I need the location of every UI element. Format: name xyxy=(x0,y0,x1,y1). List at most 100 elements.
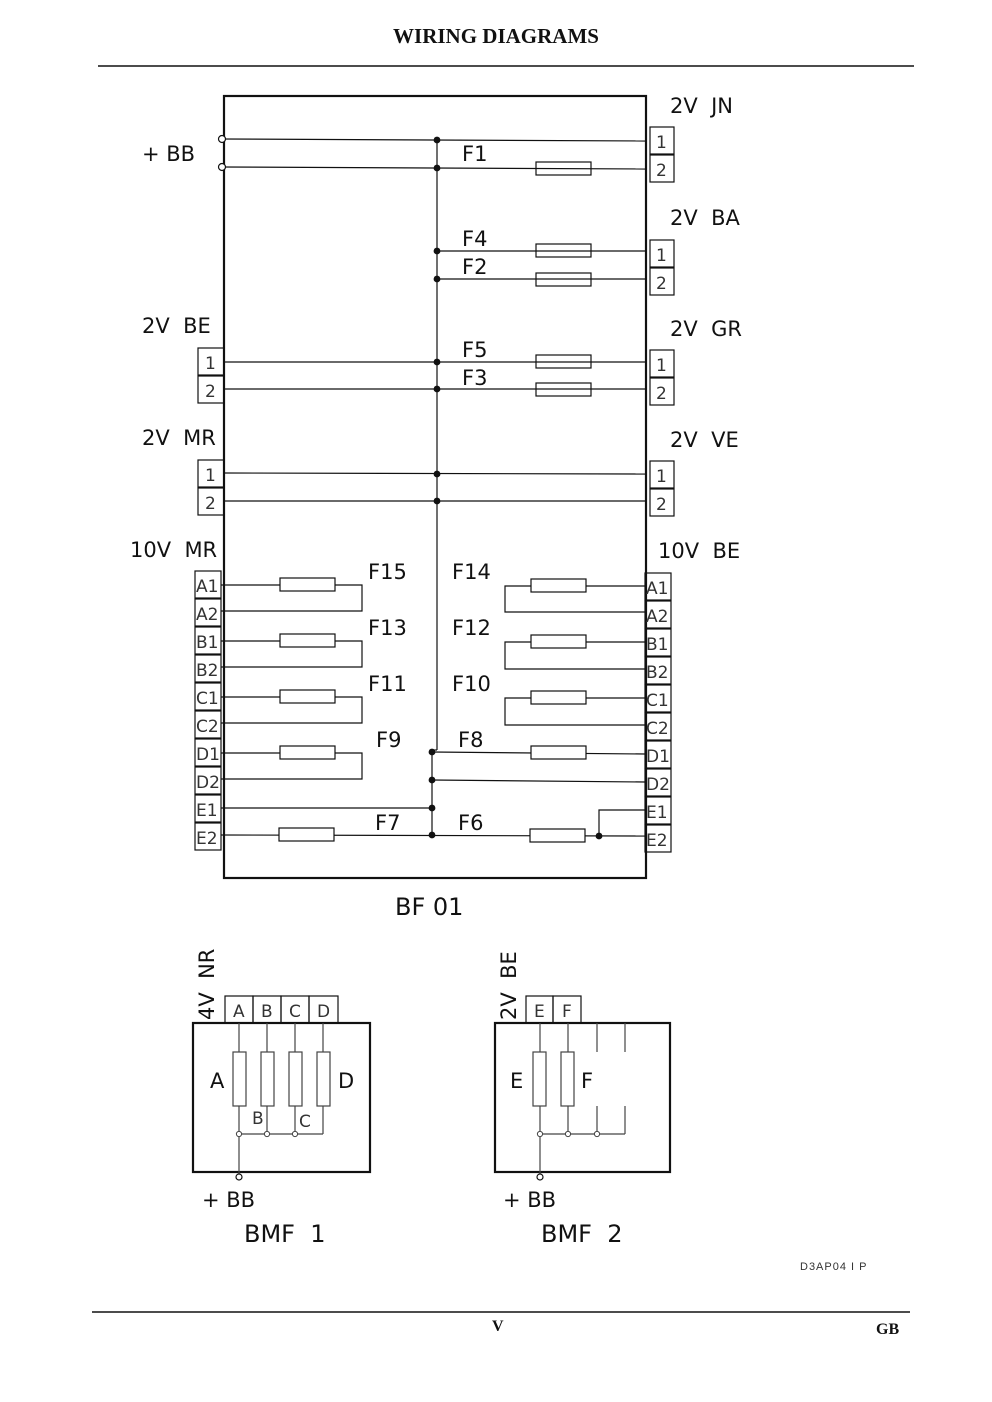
pin-label: E2 xyxy=(646,831,668,851)
fuse-label: F5 xyxy=(462,338,487,362)
bmf1-fuse-B xyxy=(260,1051,275,1107)
bmf1-name: BMF 1 xyxy=(244,1220,326,1248)
fuse-F14 xyxy=(530,578,587,593)
label-connector-ba: 2V BA xyxy=(670,206,740,230)
pin-label: 2 xyxy=(656,495,667,515)
fuse-label: F8 xyxy=(458,728,483,752)
pin-label: B1 xyxy=(196,633,218,653)
fuse-F12 xyxy=(530,634,587,649)
bmf1-fuse-C xyxy=(288,1051,303,1107)
bmf1-connector-label: 4V NR xyxy=(195,949,219,1020)
pin-label: 1 xyxy=(656,246,667,266)
bmf1-box xyxy=(191,1021,372,1174)
connector-10v-mr xyxy=(194,570,222,851)
pin-label: 2 xyxy=(205,382,216,402)
fuse-label: F12 xyxy=(452,616,491,640)
pin-label: 2 xyxy=(656,274,667,294)
pin-label: E2 xyxy=(196,829,218,849)
bf01-name: BF 01 xyxy=(395,893,463,921)
pin-label: B2 xyxy=(646,663,668,683)
supply-terminal xyxy=(217,162,227,172)
bf01-box xyxy=(222,94,648,880)
pin-label: A2 xyxy=(646,607,668,627)
bmf2-supply: + BB xyxy=(503,1188,556,1212)
fuse-label: F11 xyxy=(368,672,407,696)
label-connector-ve: 2V VE xyxy=(670,428,739,452)
pin-label: B xyxy=(252,1109,264,1129)
fuse-F9 xyxy=(279,745,336,760)
pin-label: F xyxy=(562,1002,572,1022)
language-code: GB xyxy=(876,1321,900,1338)
fuse-label: F2 xyxy=(462,255,487,279)
pin-label: A1 xyxy=(196,577,218,597)
fuse-label: F4 xyxy=(462,227,487,251)
fuse-label: F6 xyxy=(458,811,483,835)
pin-label: C1 xyxy=(196,689,219,709)
fuse-F10 xyxy=(530,690,587,705)
page-number: V xyxy=(492,1318,504,1335)
pin-label: 2 xyxy=(656,384,667,404)
fuse-label: F3 xyxy=(462,366,487,390)
bmf2-name: BMF 2 xyxy=(541,1220,623,1248)
bmf2-fuse-E xyxy=(532,1051,547,1107)
pin-label: A2 xyxy=(196,605,218,625)
label-connector-10v-mr: 10V MR xyxy=(130,538,217,562)
supply-terminal xyxy=(217,134,227,144)
pin-label: E xyxy=(534,1002,545,1022)
pin-label: B1 xyxy=(646,635,668,655)
reference-code: D3AP04 I P xyxy=(800,1261,867,1273)
fuse-label: F1 xyxy=(462,142,487,166)
fuse-label: F10 xyxy=(452,672,491,696)
bmf1-supply: + BB xyxy=(202,1188,255,1212)
pin-label: C1 xyxy=(646,691,669,711)
bmf1-fuse-label-A: A xyxy=(210,1069,225,1093)
pin-label: D1 xyxy=(196,745,220,765)
junction-dots xyxy=(235,136,603,1138)
fuse-F3 xyxy=(535,382,592,397)
pin-label: D xyxy=(317,1002,330,1022)
fuse-F8 xyxy=(530,745,587,760)
fuse-F5 xyxy=(535,354,592,369)
bmf2-connector-label: 2V BE xyxy=(497,951,521,1020)
pin-label: C xyxy=(289,1002,301,1022)
bmf2-box xyxy=(493,1021,672,1174)
fuse-F2 xyxy=(535,272,592,287)
fuse-label: F15 xyxy=(368,560,407,584)
pin-label: D1 xyxy=(646,747,670,767)
pin-label: 1 xyxy=(656,133,667,153)
fuse-label: F14 xyxy=(452,560,491,584)
label-connector-mr: 2V MR xyxy=(142,426,216,450)
fuse-F15 xyxy=(279,577,336,592)
pin-label: C2 xyxy=(196,717,219,737)
fuse-label: F7 xyxy=(375,811,400,835)
fuse-label: F9 xyxy=(376,728,401,752)
bmf1-fuse-A xyxy=(232,1051,247,1107)
pin-label: D2 xyxy=(196,773,220,793)
pin-label: 2 xyxy=(656,161,667,181)
bmf2-fuse-label-F: F xyxy=(581,1069,593,1093)
pin-label: D2 xyxy=(646,775,670,795)
pin-label: A xyxy=(233,1002,245,1022)
label-connector-jn: 2V JN xyxy=(670,94,733,118)
label-connector-10v-be: 10V BE xyxy=(658,539,740,563)
fuse-F6 xyxy=(529,828,586,843)
bmf2-fuse-label-E: E xyxy=(510,1069,523,1093)
bmf1-fuse-D xyxy=(316,1051,331,1107)
fuse-F13 xyxy=(279,633,336,648)
pin-label: C xyxy=(299,1112,311,1132)
pin-label: 2 xyxy=(205,494,216,514)
pin-label: 1 xyxy=(205,354,216,374)
fuse-F11 xyxy=(279,689,336,704)
pin-label: B2 xyxy=(196,661,218,681)
pin-label: A1 xyxy=(646,579,668,599)
pin-label: 1 xyxy=(656,467,667,487)
page-title: WIRING DIAGRAMS xyxy=(393,24,599,48)
label-connector-be: 2V BE xyxy=(142,314,211,338)
bmf1-fuse-label-D: D xyxy=(338,1069,354,1093)
pin-label: 1 xyxy=(656,356,667,376)
pin-label: B xyxy=(261,1002,273,1022)
fuse-F1 xyxy=(535,161,592,176)
pin-label: E1 xyxy=(196,801,218,821)
label-connector-gr: 2V GR xyxy=(670,317,742,341)
